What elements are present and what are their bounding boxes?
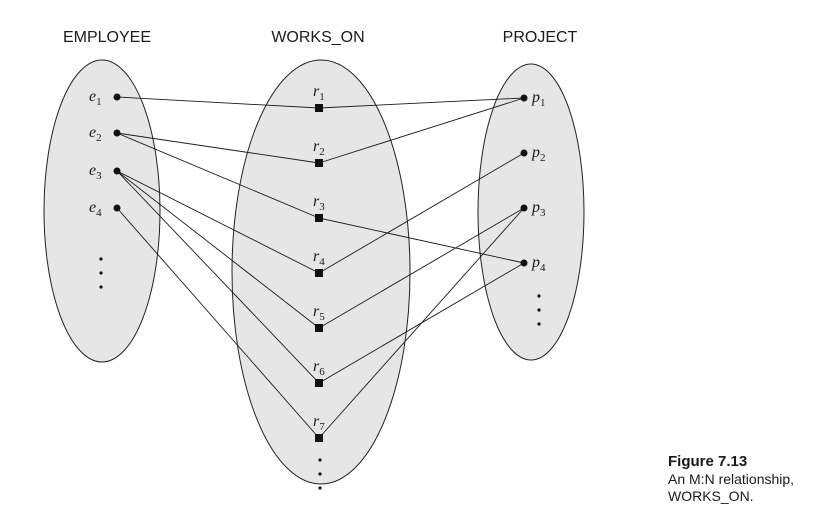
project-p2: p2 xyxy=(520,144,546,164)
project-label: p1 xyxy=(531,89,546,109)
employee-point xyxy=(113,93,121,101)
relationship-r3: r3 xyxy=(313,193,325,222)
link-e2-r3 xyxy=(116,132,320,219)
relationship-marker xyxy=(315,324,323,332)
link-lines xyxy=(116,96,525,439)
employee-set-ellipse xyxy=(43,59,161,363)
project-point xyxy=(520,204,528,212)
link-e3-r6 xyxy=(116,170,320,384)
employee-label: e2 xyxy=(89,124,102,144)
relationship-label: r3 xyxy=(313,193,325,213)
relationship-r1: r1 xyxy=(313,83,325,112)
link-e4-r7 xyxy=(116,207,320,439)
link-e1-r1 xyxy=(116,96,320,109)
employee-label: e3 xyxy=(89,162,102,182)
link-r7-p3 xyxy=(318,207,525,439)
relationship-label: r4 xyxy=(313,248,325,268)
project-label: p2 xyxy=(531,144,546,164)
employee-e3: e3 xyxy=(89,162,121,182)
link-e3-r4 xyxy=(116,170,320,274)
relationship-r5: r5 xyxy=(313,303,325,332)
relationship-marker xyxy=(315,379,323,387)
project-p3: p3 xyxy=(520,199,546,219)
relationship-r7: r7 xyxy=(313,413,325,442)
project-point xyxy=(520,259,528,267)
employee-label: e1 xyxy=(89,88,102,108)
project-label: p4 xyxy=(531,254,546,274)
project-p1: p1 xyxy=(520,89,546,109)
project-set-ellipse xyxy=(477,63,585,361)
employee-point xyxy=(113,129,121,137)
project-label: p3 xyxy=(531,199,546,219)
caption-text: An M:N relationship, WORKS_ON. xyxy=(668,471,795,504)
employee-more-ellipsis xyxy=(99,257,103,289)
relationship-marker xyxy=(315,104,323,112)
link-r1-p1 xyxy=(318,97,525,109)
project-point xyxy=(520,94,528,102)
link-e3-r5 xyxy=(116,170,320,329)
relationship-more-ellipsis xyxy=(318,458,322,490)
relationship-marker xyxy=(315,269,323,277)
relationship-r2: r2 xyxy=(313,138,325,167)
relationship-r6: r6 xyxy=(313,358,325,387)
employee-e4: e4 xyxy=(89,199,121,219)
relationship-label: r2 xyxy=(313,138,325,158)
relationship-r4: r4 xyxy=(313,248,325,277)
link-r3-p4 xyxy=(318,217,525,264)
project-point xyxy=(520,149,528,157)
figure-caption: Figure 7.13 An M:N relationship, WORKS_O… xyxy=(668,452,827,505)
project-set-title: PROJECT xyxy=(503,29,578,46)
project-more-ellipsis xyxy=(537,294,541,326)
works-on-set-title: WORKS_ON xyxy=(271,29,364,46)
relationship-marker xyxy=(315,214,323,222)
relationship-marker xyxy=(315,434,323,442)
link-r5-p3 xyxy=(318,207,525,329)
link-r2-p1 xyxy=(318,97,525,164)
employee-set-title: EMPLOYEE xyxy=(63,29,151,46)
relationship-marker xyxy=(315,159,323,167)
relationship-label: r7 xyxy=(313,413,325,433)
link-r4-p2 xyxy=(318,152,525,274)
relationship-label: r1 xyxy=(313,83,325,103)
relationship-label: r6 xyxy=(313,358,325,378)
employee-e2: e2 xyxy=(89,124,121,144)
employee-point xyxy=(113,204,121,212)
employee-point xyxy=(113,167,121,175)
link-e2-r2 xyxy=(116,132,320,164)
project-p4: p4 xyxy=(520,254,546,274)
caption-title: Figure 7.13 xyxy=(668,453,748,470)
employee-label: e4 xyxy=(89,199,102,219)
employee-e1: e1 xyxy=(89,88,121,108)
relationship-label: r5 xyxy=(313,303,325,323)
